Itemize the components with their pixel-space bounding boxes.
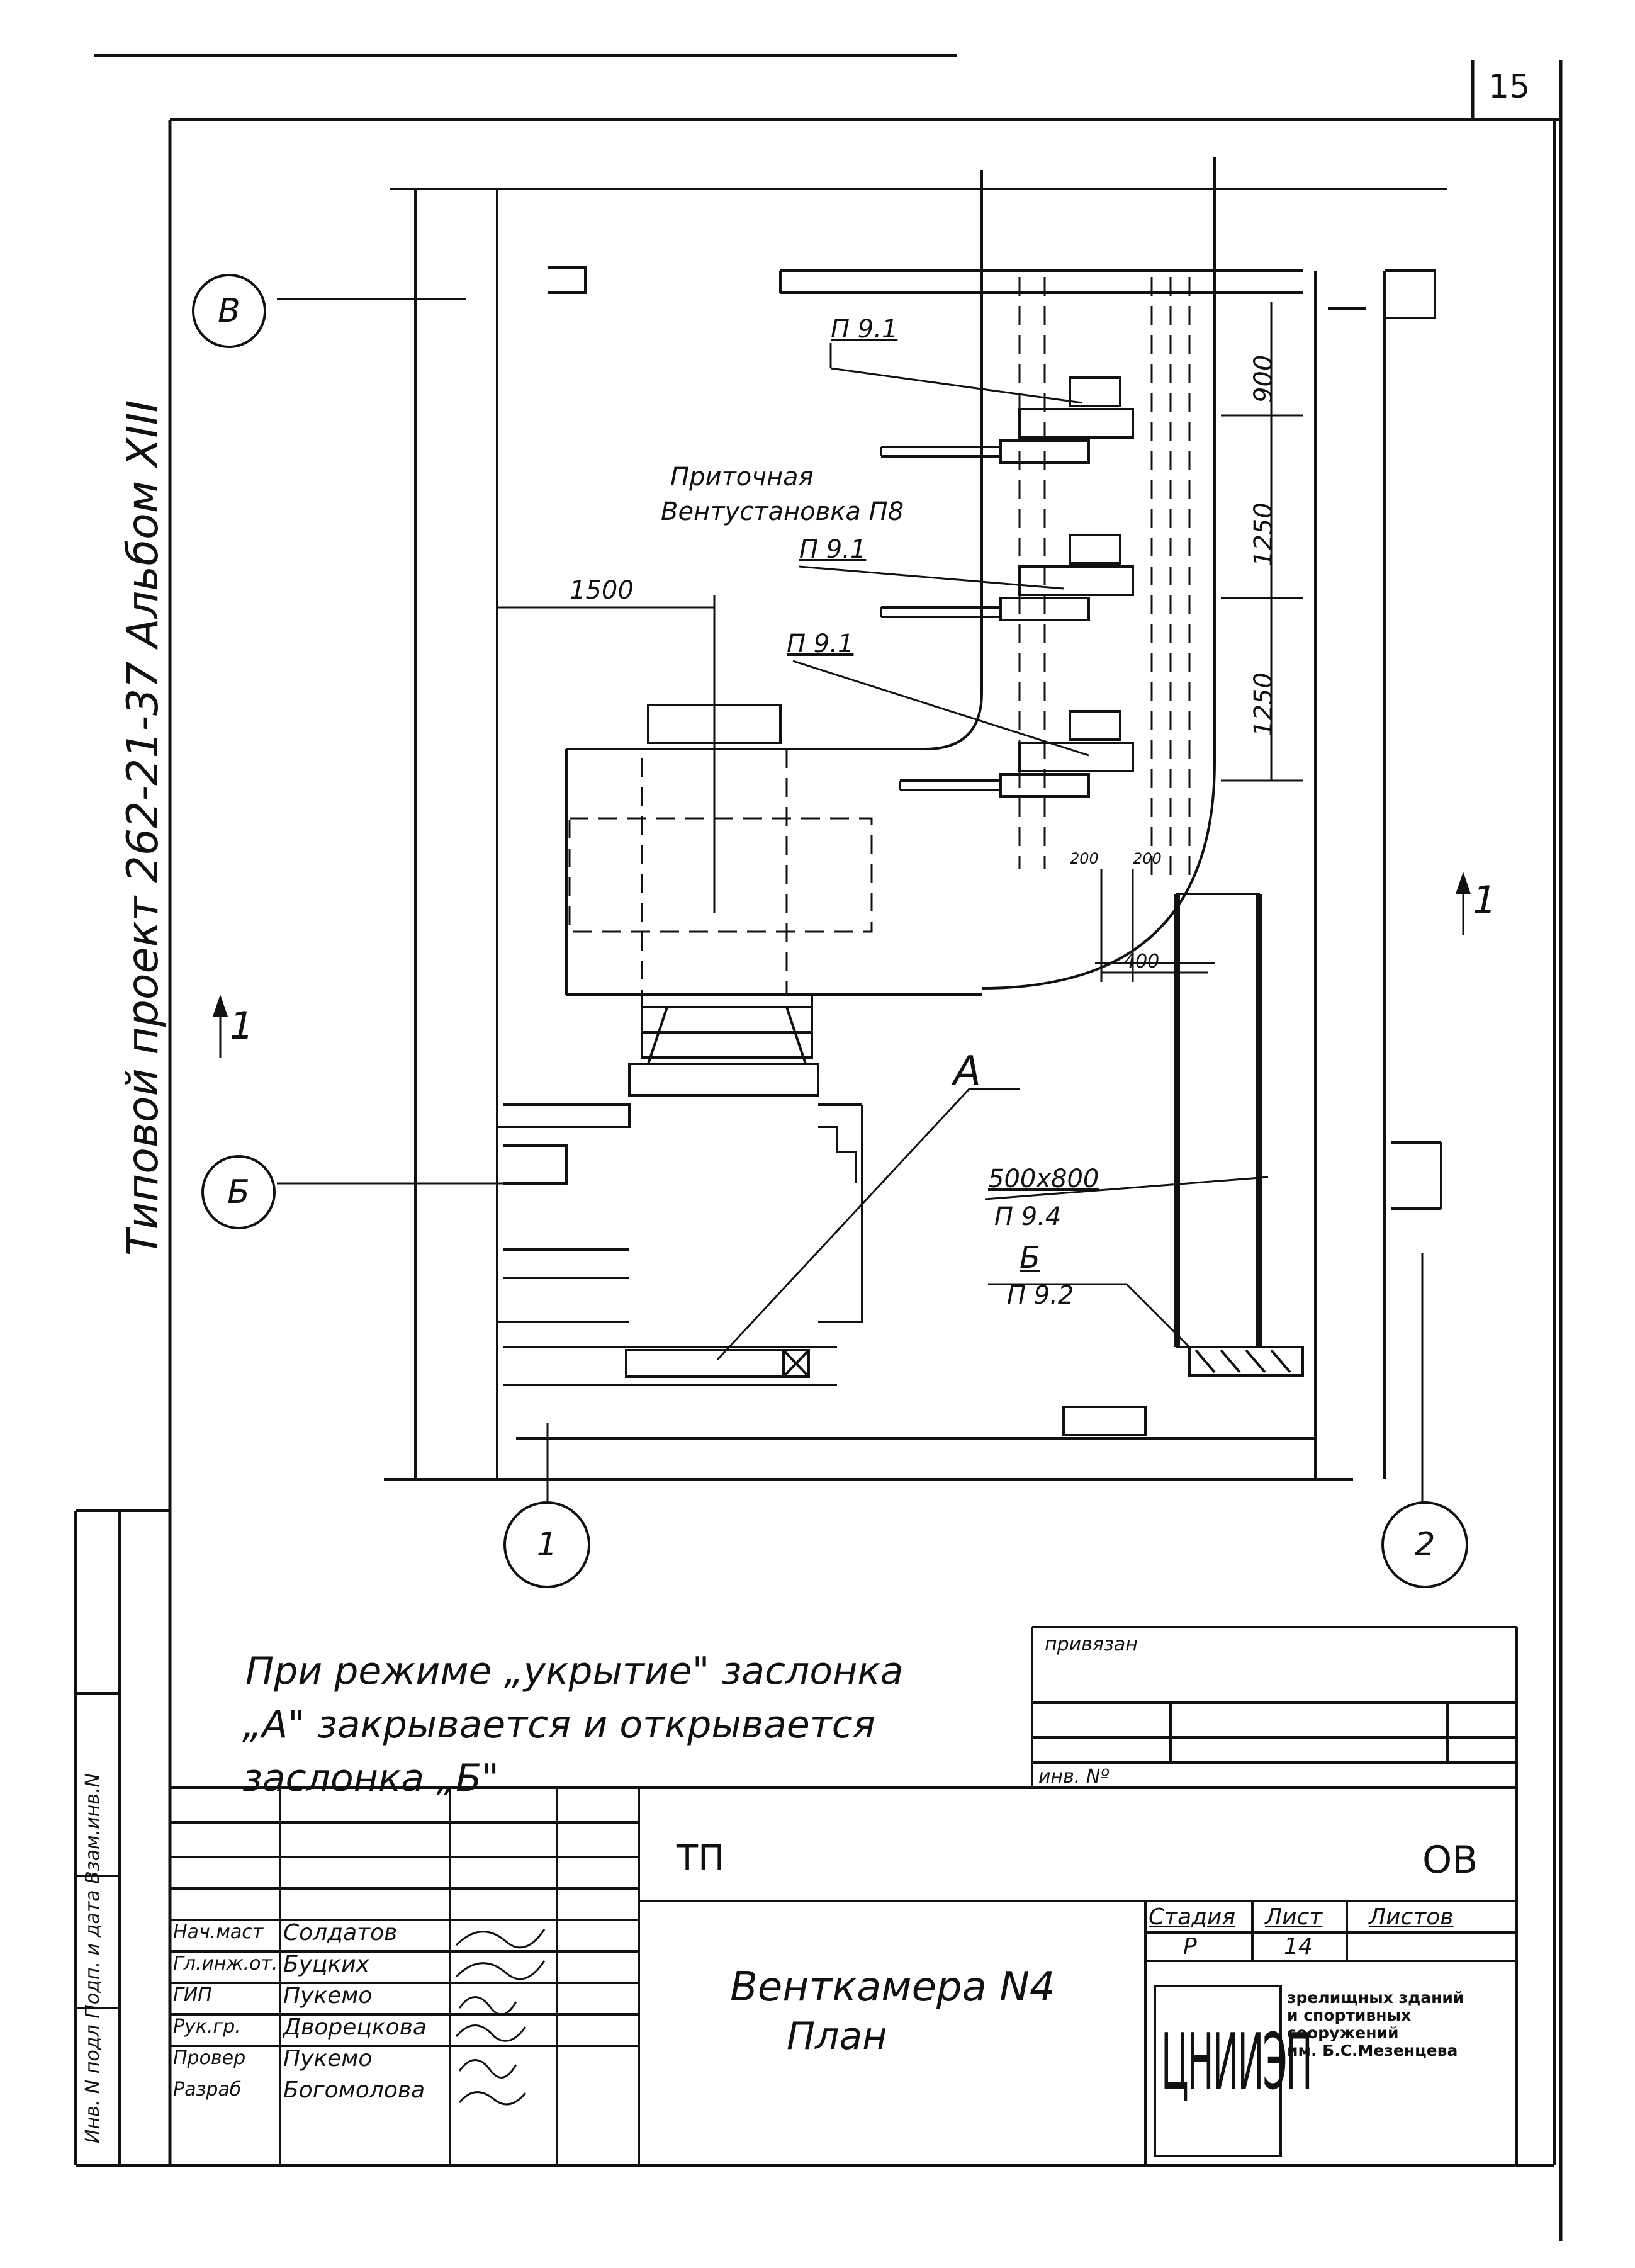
staff-name: Дворецкова — [283, 2014, 427, 2040]
drawing-title: Венткамера N4 — [730, 1964, 1055, 2011]
unit-title-line1: Приточная — [670, 463, 814, 492]
dimension-1250: 1250 — [1249, 672, 1278, 736]
axis-2-circle: 2 — [1381, 1501, 1468, 1588]
staff-role: Гл.инж.от. — [173, 1953, 278, 1975]
staff-name: Солдатов — [283, 1920, 398, 1946]
document-code-right: ОВ — [1422, 1838, 1478, 1882]
unit-ref-label: П 9.1 — [787, 629, 854, 658]
dimension-200: 200 — [1070, 850, 1099, 867]
axis-1-circle: 1 — [503, 1501, 590, 1588]
institute-line: сооружений — [1287, 2024, 1399, 2042]
stage-value: Р — [1183, 1934, 1197, 1960]
section-mark-left: 1 — [230, 1004, 254, 1048]
sheet-header: Лист — [1265, 1904, 1323, 1930]
duct-size-label: 500х800 — [988, 1165, 1099, 1193]
section-mark-right: 1 — [1473, 878, 1497, 922]
dimension-200: 200 — [1133, 850, 1162, 867]
damper-b-ref-label: П 9.2 — [1007, 1281, 1074, 1310]
document-code-left: ТП — [677, 1838, 725, 1879]
note-line: „А" закрывается и открывается — [242, 1703, 875, 1747]
unit-ref-label: П 9.1 — [831, 315, 898, 344]
staff-name: Пукемо — [283, 2046, 373, 2072]
drawing-subtitle: План — [787, 2014, 887, 2058]
note-line: При режиме „укрытие" заслонка — [245, 1649, 904, 1693]
institute-line: и спортивных — [1287, 2006, 1412, 2024]
damper-b-label: Б — [1020, 1240, 1040, 1275]
binding-inv-label: инв. Nº — [1038, 1766, 1110, 1788]
sheets-header: Листов — [1369, 1904, 1454, 1930]
stage-header: Стадия — [1149, 1904, 1236, 1930]
staff-name: Буцких — [283, 1951, 369, 1977]
institute-name: зрелищных зданий и спортивных сооружений… — [1287, 1989, 1464, 2060]
dimension-1500: 1500 — [570, 576, 634, 605]
institute-line: им. Б.С.Мезенцева — [1287, 2041, 1458, 2060]
sheet-value: 14 — [1284, 1934, 1313, 1960]
staff-role: Провер — [173, 2047, 246, 2069]
unit-title-line2: Вентустановка П8 — [661, 497, 904, 526]
staff-name: Богомолова — [283, 2077, 425, 2103]
staff-role: Рук.гр. — [173, 2016, 241, 2038]
dimension-1250: 1250 — [1249, 502, 1278, 567]
axis-b-circle: Б — [201, 1155, 276, 1229]
inventory-label: Инв. N подл Подп. и дата Взам.инв.N — [82, 1773, 104, 2143]
damper-a-label: А — [953, 1048, 981, 1095]
staff-role: ГИП — [173, 1984, 212, 2006]
project-code-label: Типовой проект 262-21-37 Альбом XIII — [118, 400, 168, 1256]
dimension-900: 900 — [1249, 354, 1278, 403]
staff-name: Пукемо — [283, 1983, 373, 2009]
staff-role: Разраб — [173, 2079, 242, 2101]
dimension-400: 400 — [1123, 951, 1160, 973]
duct-ref-label: П 9.4 — [994, 1202, 1062, 1231]
page-number: 15 — [1488, 68, 1531, 106]
staff-role: Нач.маст — [173, 1921, 264, 1943]
institute-line: зрелищных зданий — [1287, 1989, 1464, 2007]
binding-title: привязан — [1045, 1633, 1138, 1656]
note-line: заслонка „Б" — [242, 1756, 499, 1800]
institute-logo: ЦНИИЭП — [1161, 2018, 1313, 2108]
unit-ref-label: П 9.1 — [799, 535, 867, 564]
axis-v-circle: В — [192, 274, 266, 348]
